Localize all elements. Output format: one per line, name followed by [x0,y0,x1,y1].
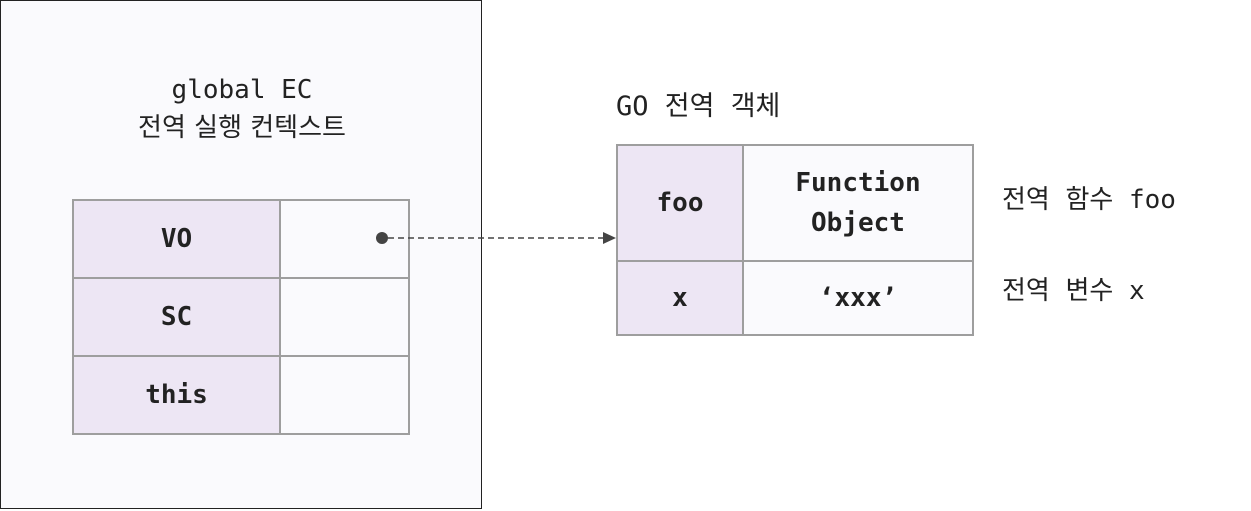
x-key-cell: x [616,260,744,336]
this-key-cell: this [72,355,281,435]
foo-value-line1: Function [795,168,921,198]
table-row: x ‘xxx’ [616,260,974,336]
sc-key-cell: SC [72,277,281,357]
x-note: 전역 변수 x [1002,276,1145,306]
ec-title-line1: global EC [171,75,313,105]
table-row: SC [72,277,410,357]
table-row: foo Function Object [616,144,974,262]
foo-note: 전역 함수 foo [1002,185,1176,215]
global-object-title: GO 전역 객체 [616,91,781,122]
foo-value-cell: Function Object [742,144,974,262]
table-row: VO [72,199,410,279]
execution-context-table: VO SC this [72,199,410,435]
table-row: this [72,355,410,435]
vo-value-cell [279,199,410,279]
x-value-line1: ‘xxx’ [818,283,898,313]
arrow-head [603,232,616,244]
foo-value-line2: Object [811,208,905,238]
global-object-table: foo Function Object x ‘xxx’ [616,144,974,336]
vo-key-cell: VO [72,199,281,279]
sc-value-cell [279,277,410,357]
x-value-cell: ‘xxx’ [742,260,974,336]
this-value-cell [279,355,410,435]
foo-key-cell: foo [616,144,744,262]
ec-title-line2: 전역 실행 컨텍스트 [138,113,346,143]
